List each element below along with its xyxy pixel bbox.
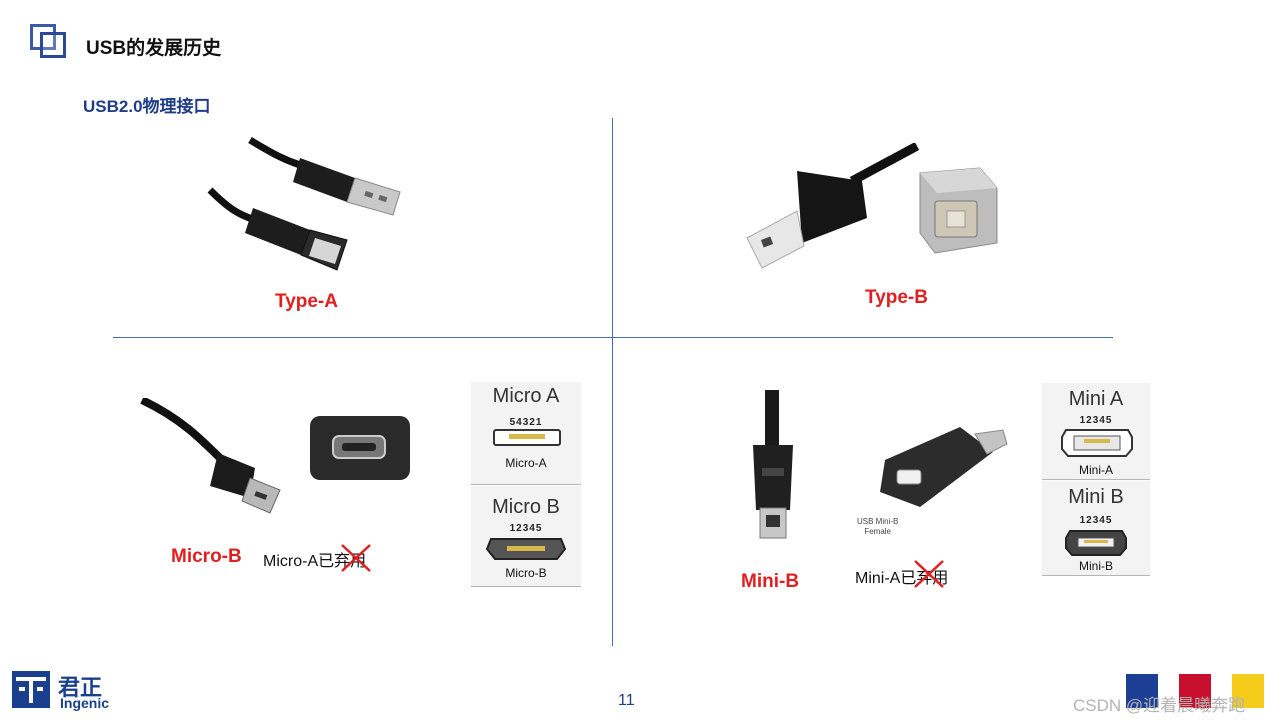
ingenic-logo-icon [12, 671, 50, 708]
micro-a-diagram: Micro A 54321 Micro-A [471, 382, 581, 485]
corner-blue-square [1126, 674, 1158, 708]
mini-b-diagram: Mini B 12345 Mini-B [1042, 481, 1150, 576]
mini-b-diagram-caption: Mini-B [1078, 559, 1113, 573]
deprecated-cross-icon [914, 560, 944, 588]
micro-b-cable-image [140, 398, 281, 514]
micro-a-diagram-caption: Micro-A [505, 456, 547, 470]
brand-name-en: Ingenic [60, 695, 110, 711]
brand-name-cn: 君正 [58, 675, 103, 700]
type-b-label: Type-B [865, 287, 928, 308]
micro-b-label: Micro-B [171, 546, 242, 567]
mini-b-pin-numbers: 12345 [1079, 515, 1113, 526]
mini-b-diagram-title: Mini B [1068, 486, 1124, 508]
micro-b-connector-icon [485, 538, 567, 560]
slide-subtitle: USB2.0物理接口 [83, 97, 211, 116]
type-a-cable-image [207, 136, 401, 271]
csdn-watermark: CSDN @迎着晨曦奔跑 [1073, 696, 1246, 715]
horizontal-divider [113, 337, 1113, 338]
mini-a-deprecated-note: Mini-A已弃用 [855, 570, 949, 587]
type-b-receptacle-image [919, 167, 998, 254]
type-a-label: Type-A [275, 291, 338, 312]
mini-b-cable-image [753, 390, 793, 539]
mini-b-female-caption: USB Mini-B Female [857, 517, 899, 536]
corner-red-square [1179, 674, 1211, 708]
mini-a-diagram: Mini A 12345 Mini-A [1042, 383, 1150, 480]
corner-yellow-square [1232, 674, 1264, 708]
micro-b-diagram-title: Micro B [492, 496, 560, 518]
mini-b-label: Mini-B [741, 571, 800, 592]
micro-a-connector-icon [493, 429, 561, 446]
slide-title: USB的发展历史 [86, 38, 222, 59]
mini-a-connector-icon [1061, 429, 1133, 457]
page-number: 11 [618, 692, 635, 709]
deprecated-cross-icon [341, 544, 371, 572]
mini-a-pin-numbers: 12345 [1079, 415, 1113, 426]
micro-a-deprecated-note: Micro-A已弃用 [263, 553, 367, 570]
header-logo-icon [30, 24, 70, 60]
mini-b-adapter-image [880, 427, 1008, 507]
micro-receptacle-image [310, 416, 410, 480]
micro-b-diagram: Micro B 12345 Micro-B [471, 486, 581, 587]
mini-a-diagram-caption: Mini-A [1078, 463, 1113, 477]
micro-a-diagram-title: Micro A [492, 385, 560, 407]
micro-b-pin-numbers: 12345 [509, 523, 543, 534]
type-b-cable-image [746, 143, 920, 269]
vertical-divider [612, 118, 613, 646]
mini-b-connector-icon [1065, 530, 1127, 556]
mini-a-diagram-title: Mini A [1068, 388, 1124, 410]
micro-b-diagram-caption: Micro-B [505, 566, 547, 580]
micro-a-pin-numbers: 54321 [509, 417, 543, 428]
